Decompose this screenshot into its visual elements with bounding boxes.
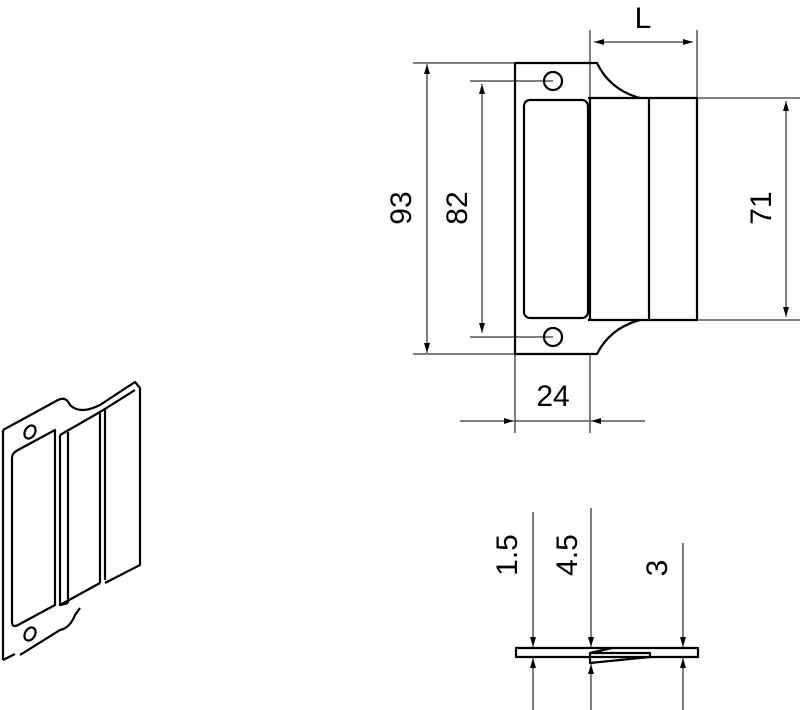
front-view: 93 82 71 L 24 [385, 2, 800, 433]
dim-4-5: 4.5 [551, 534, 584, 576]
side-view: 1.5 4.5 3 [491, 508, 700, 710]
isometric-view [1, 380, 142, 661]
dim-1-5: 1.5 [491, 534, 524, 576]
dim-24: 24 [536, 380, 569, 413]
dim-L: L [635, 2, 652, 35]
dim-3: 3 [641, 560, 674, 577]
dim-71: 71 [745, 191, 778, 224]
dim-82: 82 [441, 191, 474, 224]
dim-93: 93 [385, 191, 418, 224]
